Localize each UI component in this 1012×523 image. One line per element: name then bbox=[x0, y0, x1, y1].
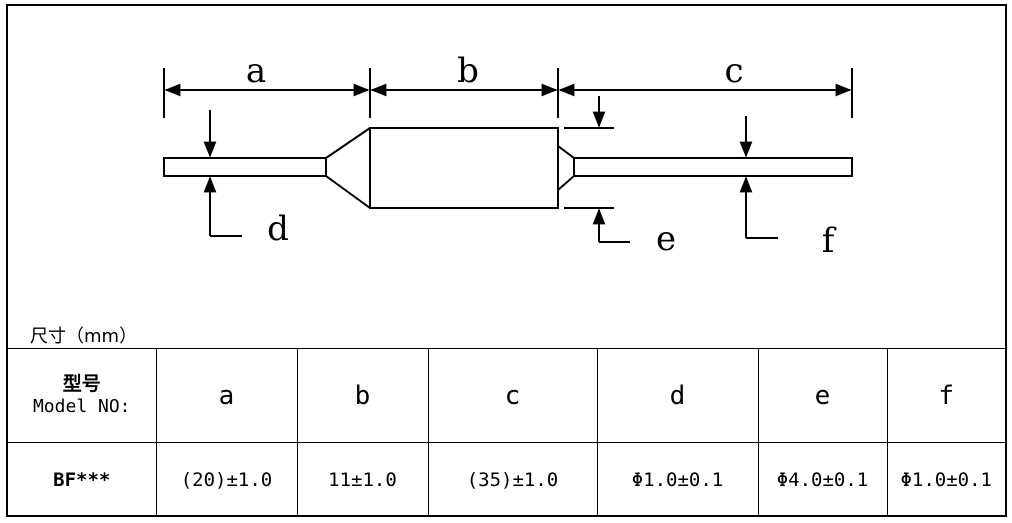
header-col-a: a bbox=[155, 348, 298, 443]
label-b: b bbox=[457, 51, 479, 91]
header-col-f: f bbox=[886, 348, 1005, 443]
header-col-d: d bbox=[596, 348, 759, 443]
row-value-c: (35)±1.0 bbox=[427, 442, 598, 517]
right-lead-wire bbox=[573, 157, 853, 177]
table-header-row: 型号 Model NO: a b c d e f bbox=[8, 348, 1005, 443]
header-col-b: b bbox=[296, 348, 429, 443]
fuse-body bbox=[369, 127, 559, 209]
fuse-dimension-drawing: a b c d e f bbox=[163, 51, 853, 261]
document-frame: a b c d e f 尺寸（mm） 型号 Model NO: a b c d … bbox=[6, 4, 1007, 517]
label-f: f bbox=[822, 221, 837, 261]
row-value-f: Φ1.0±0.1 bbox=[886, 442, 1005, 517]
row-value-e: Φ4.0±0.1 bbox=[757, 442, 888, 517]
table-row: BF*** (20)±1.0 11±1.0 (35)±1.0 Φ1.0±0.1 … bbox=[8, 442, 1005, 517]
row-model-cell: BF*** bbox=[8, 442, 157, 517]
label-e: e bbox=[656, 219, 676, 259]
header-model-cell: 型号 Model NO: bbox=[8, 348, 157, 443]
row-value-a: (20)±1.0 bbox=[155, 442, 298, 517]
left-lead-wire bbox=[163, 157, 327, 177]
row-value-d: Φ1.0±0.1 bbox=[596, 442, 759, 517]
header-model-zh: 型号 bbox=[62, 373, 101, 396]
label-c: c bbox=[724, 51, 743, 91]
row-value-b: 11±1.0 bbox=[296, 442, 429, 517]
header-col-c: c bbox=[427, 348, 598, 443]
left-taper-top bbox=[325, 127, 371, 159]
left-taper-bottom bbox=[325, 175, 371, 209]
dimensions-caption: 尺寸（mm） bbox=[30, 326, 138, 347]
dimension-table: 型号 Model NO: a b c d e f BF*** (20)±1.0 … bbox=[8, 348, 1005, 517]
header-col-e: e bbox=[757, 348, 888, 443]
label-a: a bbox=[246, 51, 266, 91]
label-d: d bbox=[267, 209, 289, 249]
right-taper-top bbox=[557, 145, 575, 159]
right-taper-bottom bbox=[557, 175, 575, 191]
header-model-en: Model NO: bbox=[32, 396, 131, 418]
